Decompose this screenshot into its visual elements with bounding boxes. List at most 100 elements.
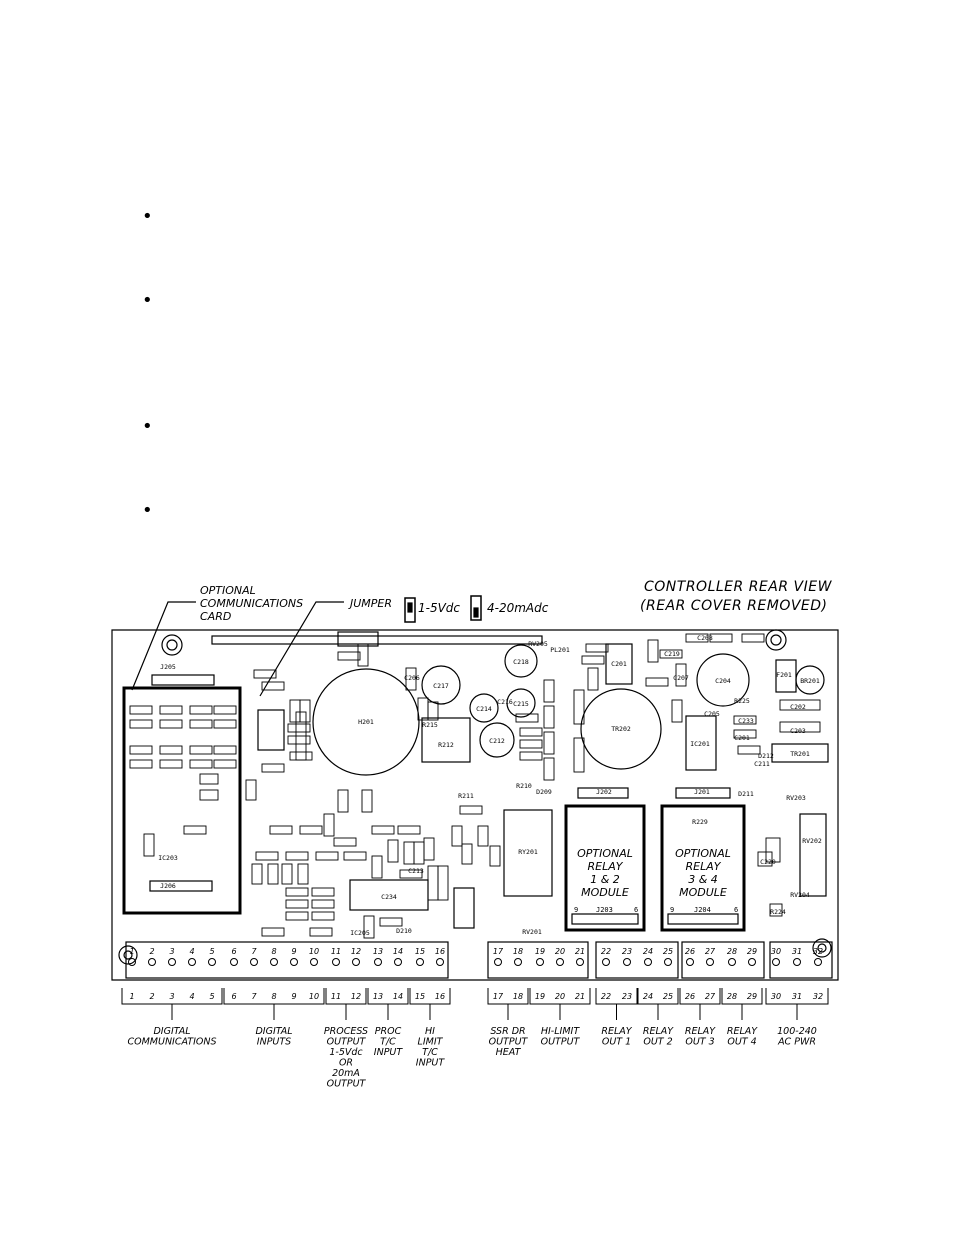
terminal-number-board: 6 xyxy=(231,947,236,956)
smd-part xyxy=(267,863,279,885)
terminal-number: 30 xyxy=(771,992,781,1001)
smd-part xyxy=(255,851,279,861)
smd-part xyxy=(461,843,473,865)
terminal-screw xyxy=(556,958,564,966)
terminal-number: 1 xyxy=(129,992,134,1001)
smd-part xyxy=(379,917,403,927)
terminal-screw xyxy=(374,958,382,966)
group-label-line: HI-LIMIT xyxy=(541,1026,580,1037)
group-label-line: OUTPUT xyxy=(541,1037,581,1048)
group-label-line: DIGITAL xyxy=(255,1026,292,1037)
component-label: C206 xyxy=(404,674,420,682)
terminal-screw xyxy=(230,958,238,966)
smd-part xyxy=(129,759,153,769)
bullet-1: • xyxy=(142,206,153,227)
smd-part xyxy=(287,735,311,745)
group-label-line: RELAY xyxy=(685,1026,716,1037)
smd-part xyxy=(581,655,605,665)
terminal-number-board: 26 xyxy=(685,947,695,956)
terminal-screw xyxy=(290,958,298,966)
terminal-number: 4 xyxy=(189,992,194,1001)
group-label-line: LIMIT xyxy=(418,1037,444,1048)
group-label-line: 20mA xyxy=(332,1068,360,1079)
smd-part xyxy=(543,757,555,781)
smd-part xyxy=(451,825,463,847)
relay34-line-4: MODULE xyxy=(679,886,727,899)
smd-part xyxy=(159,705,183,715)
group-label-line: AC PWR xyxy=(777,1037,816,1048)
smd-part xyxy=(765,837,781,863)
component-label: R215 xyxy=(422,721,438,729)
smd-part xyxy=(285,851,309,861)
terminal-screw xyxy=(576,958,584,966)
terminal-number-board: 16 xyxy=(435,947,445,956)
terminal-number-board: 23 xyxy=(622,947,632,956)
smd-part xyxy=(261,681,285,691)
component-label: TR201 xyxy=(790,750,810,758)
terminal-block-17-21 xyxy=(487,941,589,979)
relay12-line-2: RELAY xyxy=(588,860,624,873)
terminal-screw xyxy=(208,958,216,966)
smd-part xyxy=(269,825,293,835)
optional-comm-card xyxy=(122,686,242,915)
terminal-screw xyxy=(514,958,522,966)
component-label: C220 xyxy=(760,858,776,866)
terminal-number-board: 32 xyxy=(813,947,823,956)
smd-part xyxy=(129,719,153,729)
smd-part xyxy=(769,903,783,917)
smd-part xyxy=(129,705,153,715)
terminal-number: 16 xyxy=(435,992,445,1001)
smd-part xyxy=(143,833,155,857)
component-label: C213 xyxy=(408,867,424,875)
terminal-number-board: 15 xyxy=(415,947,425,956)
terminal-block-26-29 xyxy=(681,941,765,979)
component-label: C216 xyxy=(497,698,513,706)
terminal-screw xyxy=(728,958,736,966)
terminal-number: 3 xyxy=(169,992,174,1001)
view-title-1: CONTROLLER REAR VIEW xyxy=(644,579,833,595)
component-label: R229 xyxy=(692,818,708,826)
smd-part xyxy=(437,865,449,901)
terminal-screw xyxy=(188,958,196,966)
component-label: J201 xyxy=(694,788,710,796)
terminal-number-board: 5 xyxy=(209,947,214,956)
terminal-number: 10 xyxy=(309,992,319,1001)
board-outline xyxy=(111,629,839,981)
group-label-line: OUTPUT xyxy=(489,1037,529,1048)
component-label: D210 xyxy=(396,927,412,935)
terminal-number: 28 xyxy=(727,992,737,1001)
group-label-line: PROC xyxy=(375,1026,402,1037)
smd-part xyxy=(397,825,421,835)
terminal-number-board: 17 xyxy=(493,947,504,956)
current-label: 4-20mAdc xyxy=(487,601,549,615)
relay12-line-1: OPTIONAL xyxy=(577,847,633,860)
terminal-number: 21 xyxy=(575,992,585,1001)
smd-part xyxy=(427,701,439,721)
view-title-2: (REAR COVER REMOVED) xyxy=(640,598,828,614)
relay34-line-3: 3 & 4 xyxy=(688,873,718,886)
terminal-screw xyxy=(772,958,780,966)
component-label: IC203 xyxy=(158,854,178,862)
smd-part xyxy=(573,689,585,725)
group-label-line: INPUT xyxy=(416,1058,446,1069)
smd-part xyxy=(515,713,539,723)
component-label: R210 xyxy=(516,782,532,790)
component-label: IC205 xyxy=(350,929,370,937)
smd-part xyxy=(289,699,301,723)
smd-part xyxy=(189,759,213,769)
terminal-number: 24 xyxy=(643,992,653,1001)
component-label: BR201 xyxy=(800,677,820,685)
component-label: RV201 xyxy=(522,928,542,936)
smd-part xyxy=(199,773,219,785)
group-label-line: HEAT xyxy=(496,1047,522,1058)
terminal-number-board: 28 xyxy=(727,947,737,956)
smd-part xyxy=(519,751,543,761)
terminal-number: 15 xyxy=(415,992,425,1001)
terminal-screw xyxy=(793,958,801,966)
terminal-number: 6 xyxy=(231,992,236,1001)
terminal-number: 32 xyxy=(813,992,823,1001)
smd-part xyxy=(299,825,323,835)
smd-part xyxy=(287,723,311,733)
component-label: R211 xyxy=(458,792,474,800)
